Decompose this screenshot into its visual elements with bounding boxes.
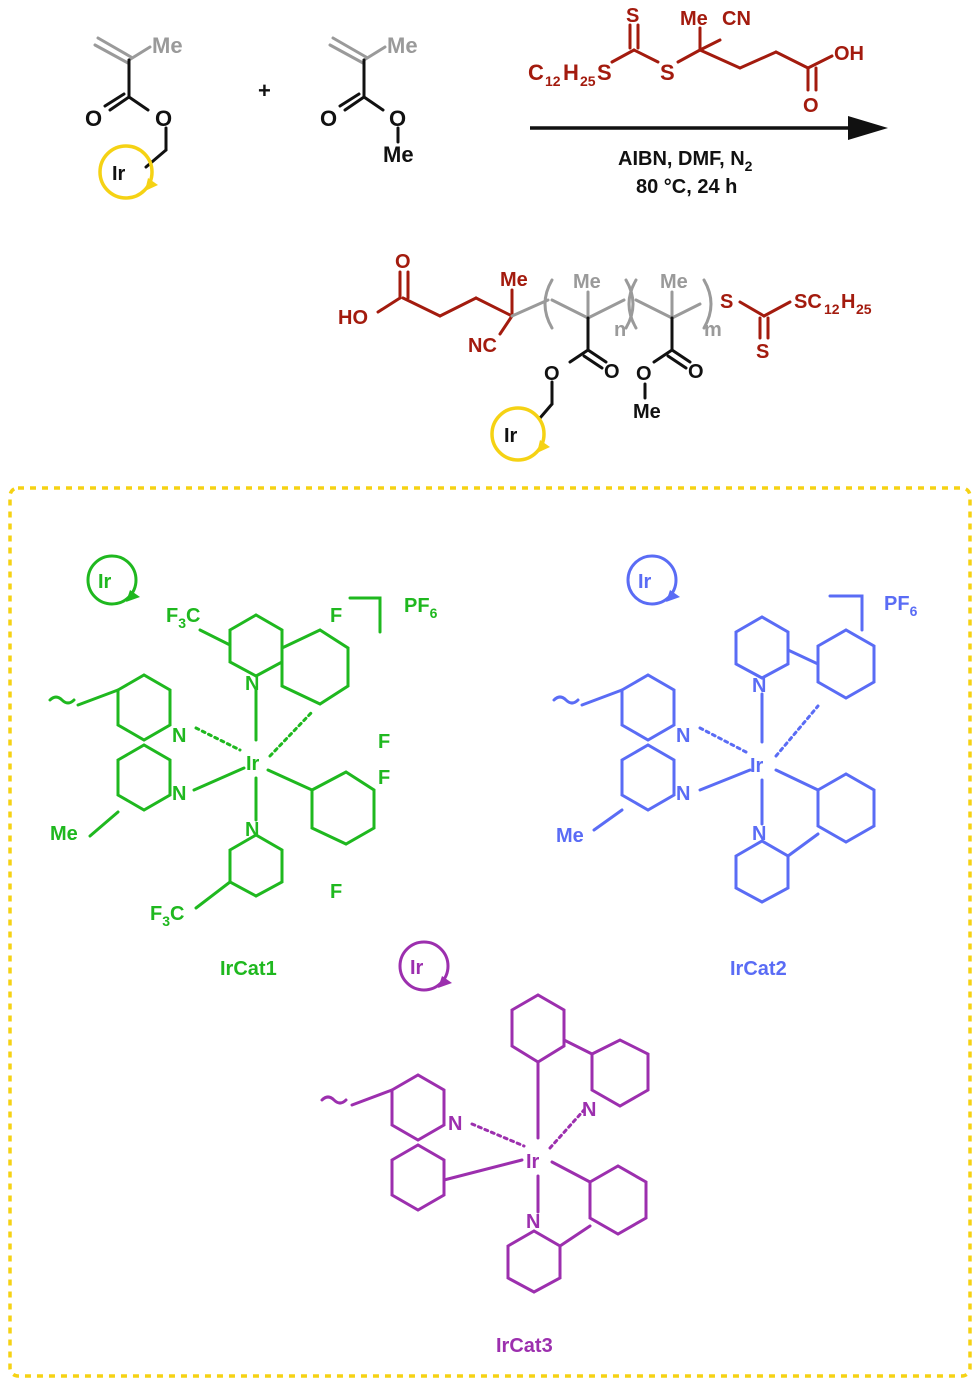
ir-methacrylate-monomer bbox=[93, 36, 168, 169]
ircat3-n-left: N bbox=[448, 1113, 462, 1135]
ircat1-f3c-bottom: F3C bbox=[150, 903, 184, 929]
product-h: H bbox=[841, 291, 855, 313]
ircat2-structure bbox=[552, 554, 876, 904]
ircat2-n-left-1: N bbox=[676, 725, 690, 747]
raft-agent bbox=[610, 23, 834, 92]
ircat3-ir-circle: Ir bbox=[410, 957, 424, 979]
o-ester-1: O bbox=[155, 106, 172, 131]
conditions-line-2: 80 °C, 24 h bbox=[636, 176, 737, 198]
product-m-subscript: m bbox=[704, 319, 722, 341]
ircat1-n-left-1: N bbox=[172, 725, 186, 747]
ircat3-structure bbox=[320, 940, 650, 1294]
conditions-line-1: AIBN, DMF, N2 bbox=[618, 148, 753, 174]
ir-catalyst-circle-2 bbox=[490, 406, 550, 462]
product-h25: 25 bbox=[856, 301, 872, 317]
product-nc: NC bbox=[468, 335, 497, 357]
product-c12: 12 bbox=[824, 301, 840, 317]
ircat2-n-left-2: N bbox=[676, 783, 690, 805]
ircat1-f-2: F bbox=[378, 731, 390, 753]
ircat2-n-top: N bbox=[752, 675, 766, 697]
me-label-2: Me bbox=[387, 33, 418, 58]
ircat1-f3c-top: F3C bbox=[166, 605, 200, 631]
me-label-1: Me bbox=[152, 33, 183, 58]
ircat3-n-right: N bbox=[582, 1099, 596, 1121]
ircat2-ir: Ir bbox=[750, 755, 764, 777]
methyl-methacrylate-monomer bbox=[328, 36, 400, 144]
product-o-4: O bbox=[688, 361, 704, 383]
ircat1-ir: Ir bbox=[246, 753, 260, 775]
raft-c12h25-12: 12 bbox=[545, 73, 561, 89]
ir-catalyst-circle-1 bbox=[98, 144, 158, 200]
product-o-3: O bbox=[544, 363, 560, 385]
ircat2-pf6: PF6 bbox=[884, 593, 918, 619]
ircat2-ir-circle: Ir bbox=[638, 571, 652, 593]
product-me-1: Me bbox=[500, 269, 528, 291]
ircat3-n-bottom: N bbox=[526, 1211, 540, 1233]
ircat2-title: IrCat2 bbox=[730, 958, 787, 980]
product-me-4: Me bbox=[633, 401, 661, 423]
raft-me: Me bbox=[680, 8, 708, 30]
raft-c12h25-25: 25 bbox=[580, 73, 596, 89]
ircat1-structure bbox=[48, 554, 382, 910]
ircat3-arrowhead bbox=[438, 976, 452, 988]
ircat1-me: Me bbox=[50, 823, 78, 845]
o-carbonyl-2: O bbox=[320, 106, 337, 131]
ir-label-1: Ir bbox=[112, 163, 126, 185]
ir-label-2: Ir bbox=[504, 425, 518, 447]
ircat1-n-left-2: N bbox=[172, 783, 186, 805]
polymer-product bbox=[376, 270, 792, 420]
ircat3-title: IrCat3 bbox=[496, 1335, 553, 1357]
product-me-3: Me bbox=[660, 271, 688, 293]
catalyst-panel-border bbox=[8, 486, 972, 1378]
product-o: O bbox=[395, 251, 411, 273]
product-me-2: Me bbox=[573, 271, 601, 293]
ircat2-arrowhead bbox=[666, 590, 680, 602]
raft-s-thione: S bbox=[626, 5, 639, 27]
o-carbonyl-1: O bbox=[85, 106, 102, 131]
ircat3-ir: Ir bbox=[526, 1151, 540, 1173]
ircat1-title: IrCat1 bbox=[220, 958, 277, 980]
ircat1-f-4: F bbox=[330, 881, 342, 903]
raft-oh: OH bbox=[834, 43, 864, 65]
product-ho: HO bbox=[338, 307, 368, 329]
plus-sign: + bbox=[258, 78, 271, 103]
product-sc: SC bbox=[794, 291, 822, 313]
ircat1-f-1: F bbox=[330, 605, 342, 627]
ircat1-pf6: PF6 bbox=[404, 595, 438, 621]
raft-s-1: S bbox=[597, 60, 612, 85]
ircat1-ir-circle: Ir bbox=[98, 571, 112, 593]
ircat1-arrowhead bbox=[126, 590, 140, 602]
product-o-5: O bbox=[636, 363, 652, 385]
raft-s-2: S bbox=[660, 60, 675, 85]
ircat2-n-bottom: N bbox=[752, 823, 766, 845]
raft-cn: CN bbox=[722, 8, 751, 30]
o-ester-2: O bbox=[389, 106, 406, 131]
raft-c12h25-h: H bbox=[563, 60, 579, 85]
product-s-2: S bbox=[756, 341, 769, 363]
product-s-1: S bbox=[720, 291, 733, 313]
ircat1-f-3: F bbox=[378, 767, 390, 789]
ircat1-n-bottom: N bbox=[245, 819, 259, 841]
product-o-2: O bbox=[604, 361, 620, 383]
raft-o: O bbox=[803, 95, 819, 117]
product-n-subscript: n bbox=[614, 319, 626, 341]
ircat1-n-top: N bbox=[245, 673, 259, 695]
reaction-arrow bbox=[530, 116, 888, 140]
ircat2-me: Me bbox=[556, 825, 584, 847]
raft-c12h25-c: C bbox=[528, 60, 544, 85]
me-label-3: Me bbox=[383, 142, 414, 167]
